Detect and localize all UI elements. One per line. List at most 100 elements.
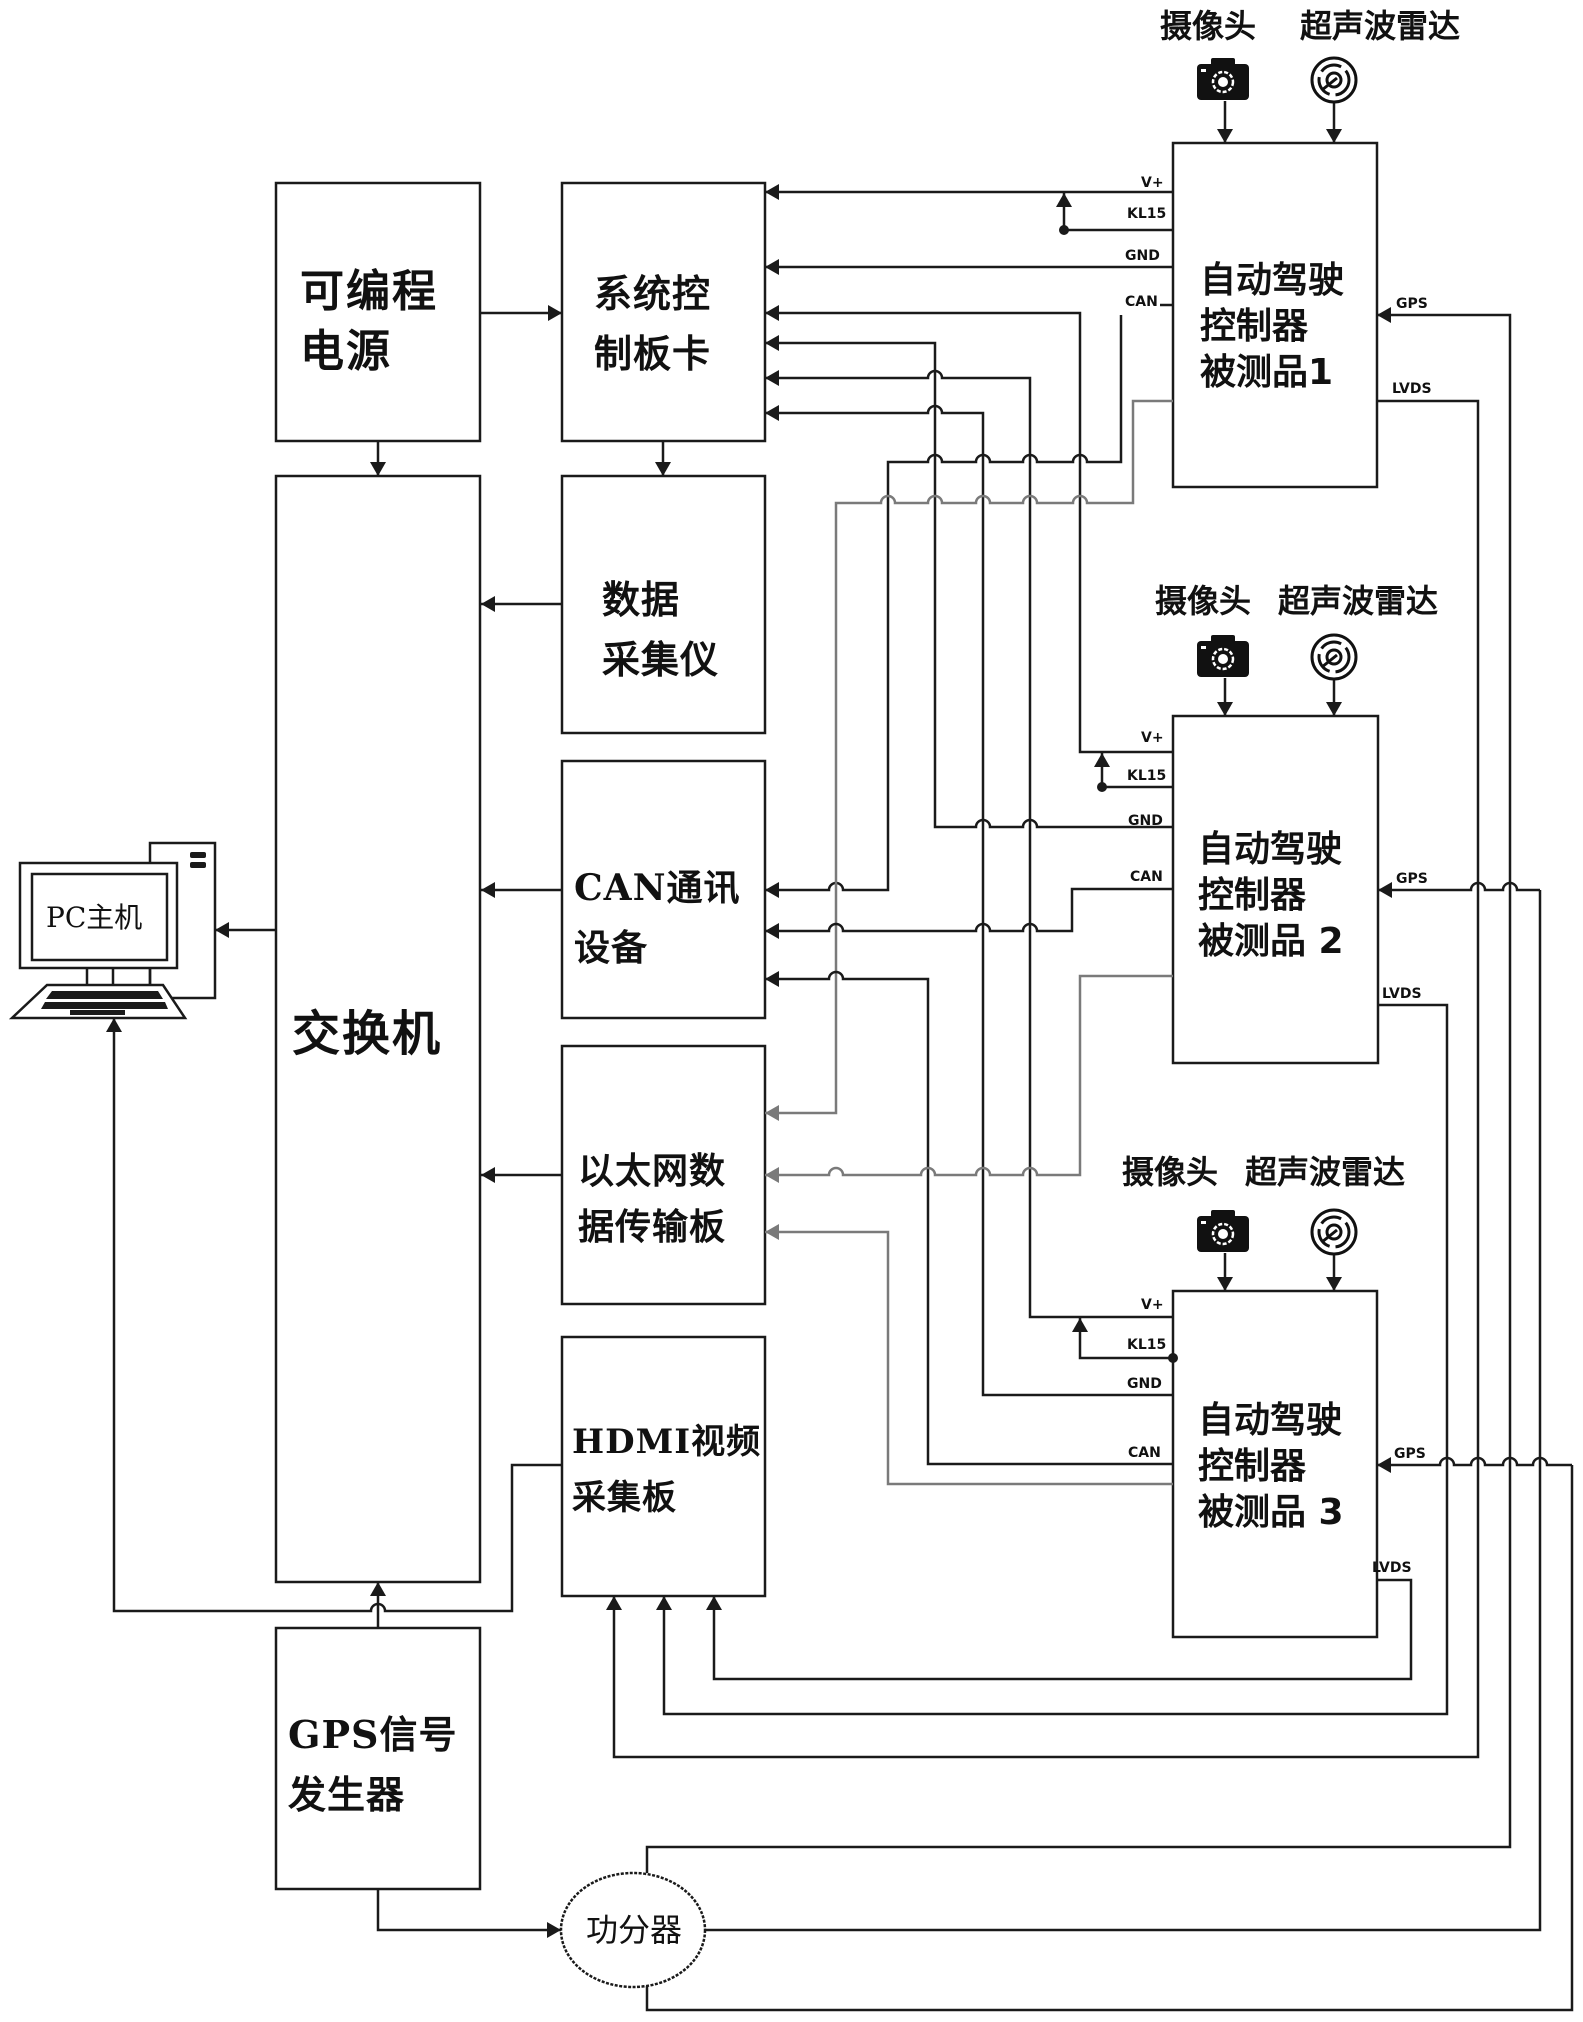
- dut2-line2: 控制器: [1198, 875, 1307, 916]
- arrowhead: [548, 305, 562, 321]
- power-splitter-label: 功分器: [586, 1911, 683, 1949]
- wire-dut1-ethernet: [765, 399, 1173, 1115]
- dut1-box[interactable]: [1171, 141, 1379, 489]
- dut2-pin-vplus: V+: [1141, 730, 1164, 746]
- arrowhead: [1217, 129, 1233, 143]
- pc-host-icon[interactable]: [8, 841, 217, 1020]
- pc-host-label: PC主机: [46, 901, 143, 934]
- dut2-pin-can: CAN: [1130, 869, 1163, 885]
- dut1-radar-label: 超声波雷达: [1300, 7, 1461, 45]
- arrowhead: [215, 922, 229, 938]
- dut3-line1: 自动驾驶: [1198, 1400, 1343, 1441]
- dut1-label: 自动驾驶 控制器 被测品1: [1200, 258, 1344, 396]
- dut3-radar-label: 超声波雷达: [1245, 1153, 1406, 1191]
- can-device-line1: CAN通讯: [574, 867, 741, 909]
- wire-dut1-lvds: [612, 399, 1480, 1759]
- data-acquisition-box[interactable]: [560, 474, 767, 735]
- ethernet-board-line2: 据传输板: [578, 1206, 727, 1248]
- arrowhead: [606, 1596, 622, 1610]
- arrowhead: [765, 1167, 779, 1183]
- arrowhead: [656, 1596, 672, 1610]
- camera-icon: [1197, 635, 1249, 677]
- gps-generator-line1: GPS信号: [288, 1712, 458, 1757]
- can-device-label: CAN通讯 设备: [574, 858, 741, 978]
- wire-dut2-ethernet: [765, 974, 1173, 1177]
- dut1-pin-kl15: KL15: [1127, 206, 1167, 222]
- system-control-card-line1: 系统控: [594, 271, 712, 316]
- dut2-camera-label: 摄像头: [1155, 582, 1252, 620]
- arrowhead: [765, 405, 779, 421]
- dut3-pin-gnd: GND: [1127, 1376, 1162, 1392]
- arrowhead: [1377, 307, 1391, 323]
- pc-keyboard-keys: [41, 991, 168, 1015]
- arrowhead: [765, 370, 779, 386]
- dut3-camera-label: 摄像头: [1122, 1153, 1219, 1191]
- junction-dot: [1059, 225, 1069, 235]
- wire-card-to-dut3-gnd: [765, 404, 1173, 1397]
- gps-generator-line2: 发生器: [288, 1772, 406, 1817]
- dut2-pin-lvds: LVDS: [1382, 986, 1422, 1002]
- wire-dut3-lvds: [712, 1578, 1413, 1681]
- programmable-power-box[interactable]: [274, 181, 482, 443]
- dut2-box[interactable]: [1171, 714, 1380, 1065]
- wire-gps-to-splitter: [376, 1889, 561, 1932]
- data-acquisition-line2: 采集仪: [602, 637, 720, 682]
- arrowhead: [765, 1105, 779, 1121]
- arrowhead: [481, 596, 495, 612]
- wire-dut3-can-route: [765, 970, 1173, 1466]
- dut3-pin-lvds: LVDS: [1372, 1560, 1412, 1576]
- wire-dut2-gps: [1378, 881, 1540, 892]
- dut1-line1: 自动驾驶: [1200, 260, 1345, 301]
- dut2-label: 自动驾驶 控制器 被测品 2: [1198, 827, 1344, 965]
- wire-dut1-gps: [645, 313, 1512, 1873]
- camera-icon: [1197, 58, 1249, 100]
- arrowhead: [370, 462, 386, 476]
- arrowhead: [655, 462, 671, 476]
- dut3-line3: 被测品 3: [1198, 1492, 1344, 1533]
- arrowhead: [1377, 1457, 1391, 1473]
- pc-tower-slot-2: [190, 862, 206, 868]
- programmable-power-label: 可编程 电源: [300, 262, 438, 382]
- arrowhead: [765, 305, 779, 321]
- arrowhead: [106, 1018, 122, 1032]
- pc-tower-slot-1: [190, 852, 206, 858]
- switch-label: 交换机: [292, 1006, 443, 1062]
- dut3-pin-gps: GPS: [1394, 1446, 1426, 1462]
- arrowhead: [1217, 1277, 1233, 1291]
- system-control-card-line2: 制板卡: [594, 331, 712, 376]
- dut1-line3: 被测品1: [1200, 352, 1334, 393]
- dut1-line2: 控制器: [1200, 306, 1309, 347]
- arrowhead: [1072, 1318, 1088, 1332]
- wire-card-to-dut2-gnd: [765, 341, 1173, 829]
- dut2-pin-gnd: GND: [1128, 813, 1163, 829]
- system-control-card-label: 系统控 制板卡: [594, 264, 711, 384]
- arrowhead: [547, 1922, 561, 1938]
- wire-dut3-ethernet: [765, 1230, 1173, 1486]
- can-device-box[interactable]: [560, 759, 767, 1020]
- wire-dut2-can: [765, 887, 1173, 933]
- ethernet-board-box[interactable]: [560, 1044, 767, 1306]
- arrowhead: [706, 1596, 722, 1610]
- ultrasonic-radar-icon: [1310, 1208, 1358, 1256]
- camera-icon: [1197, 1210, 1249, 1252]
- arrowhead: [765, 923, 779, 939]
- wire-dut2-lvds: [662, 1003, 1449, 1716]
- arrowhead: [765, 1224, 779, 1240]
- wire-dut3-gps-feed: [645, 1465, 1574, 2012]
- wire-card-to-dut2-vplus: [765, 311, 1173, 754]
- dut1-camera-label: 摄像头: [1160, 7, 1257, 45]
- hdmi-board-line1: HDMI视频: [572, 1422, 762, 1462]
- junction-dot: [1097, 782, 1107, 792]
- ultrasonic-radar-icon: [1310, 56, 1358, 104]
- dut1-pin-gps: GPS: [1396, 296, 1428, 312]
- pc-screen: [30, 872, 169, 962]
- dut3-pin-vplus: V+: [1141, 1297, 1164, 1313]
- gps-generator-box[interactable]: [274, 1626, 482, 1891]
- dut2-pin-gps: GPS: [1396, 871, 1428, 887]
- arrowhead: [765, 882, 779, 898]
- arrowhead: [481, 1167, 495, 1183]
- dut3-pin-kl15: KL15: [1127, 1337, 1167, 1353]
- ethernet-board-label: 以太网数 据传输板: [578, 1143, 726, 1255]
- system-control-card-box[interactable]: [560, 181, 767, 443]
